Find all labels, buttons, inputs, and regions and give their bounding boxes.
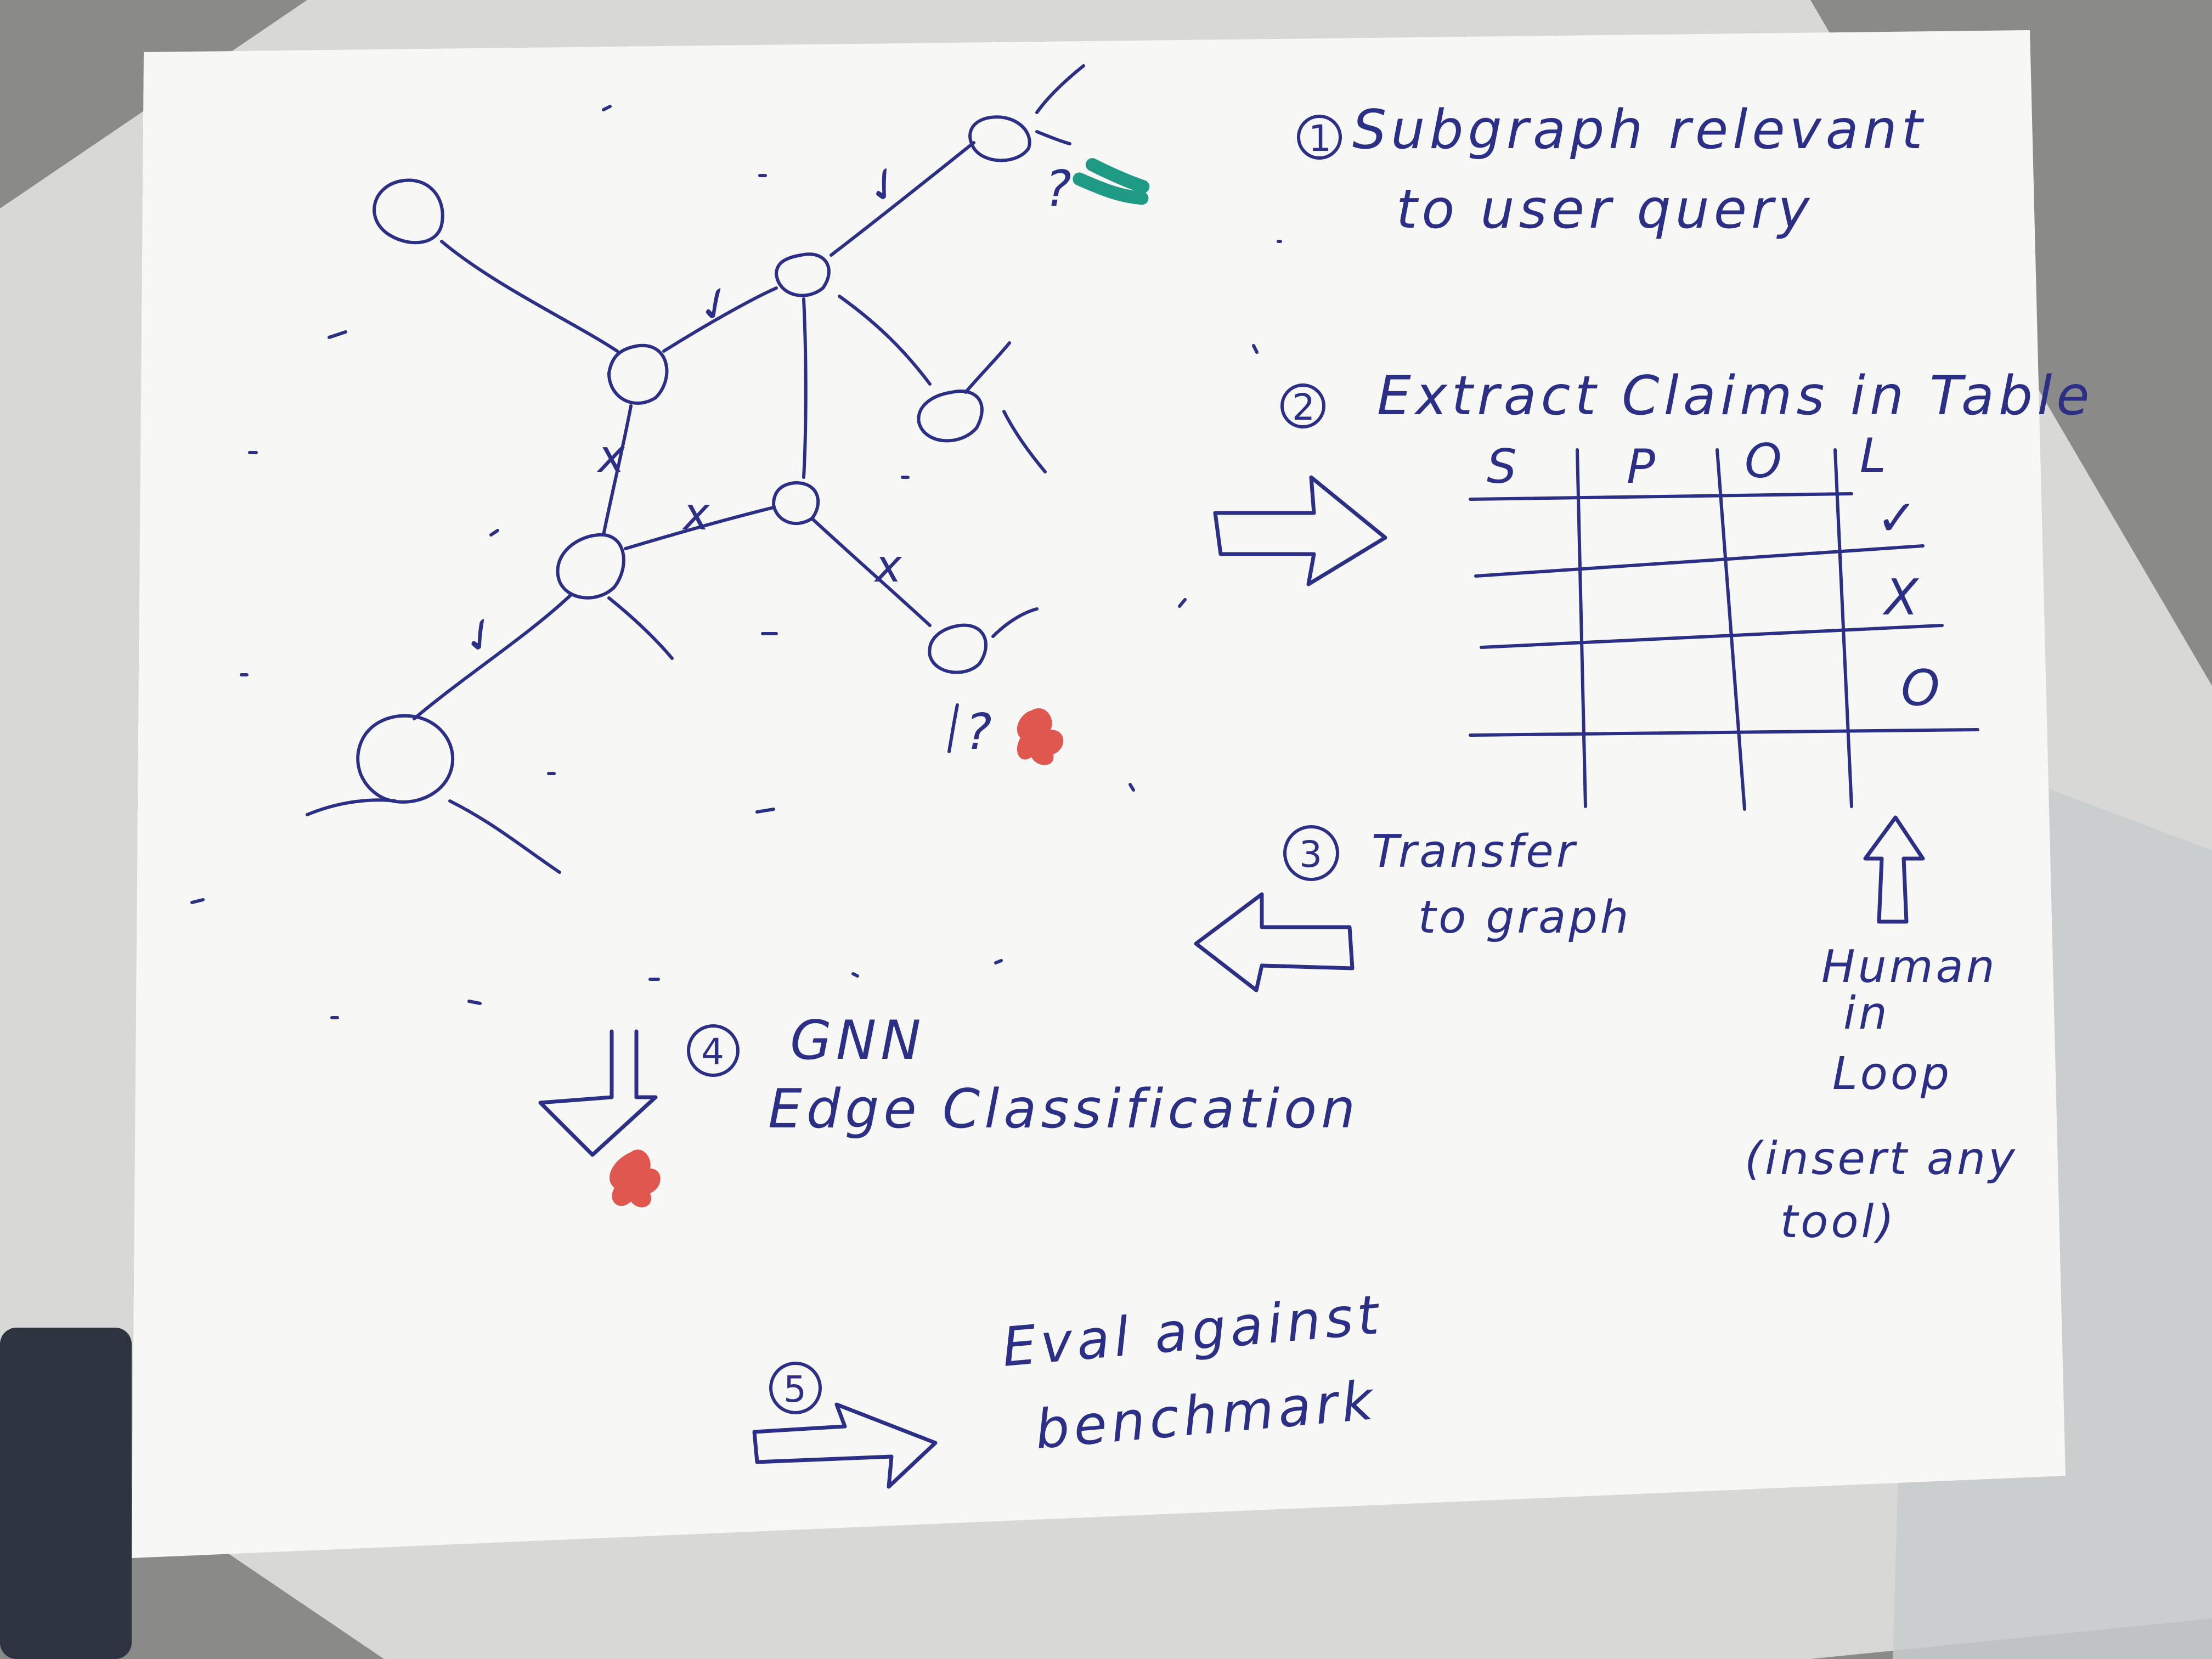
edge-cross-mark: x — [681, 488, 713, 540]
step-3-subtitle: to graph — [1418, 891, 1631, 944]
graph-node — [968, 115, 1031, 162]
table-header-s: S — [1487, 439, 1517, 494]
edge-cross-mark: x — [596, 431, 628, 483]
graph-node — [917, 390, 984, 443]
step-1-title: Subgraph relevant — [1352, 99, 1927, 161]
step-3-title: Transfer — [1372, 826, 1577, 878]
red-marker-blob-2 — [610, 1149, 661, 1207]
table-label-cross: X — [1882, 569, 1920, 627]
graph-node — [373, 178, 444, 245]
edge-cross-mark: x — [873, 540, 905, 592]
graph-edges — [306, 64, 1085, 874]
graph-node — [356, 714, 455, 804]
step-1: 1 Subgraph relevant to user query — [1297, 99, 1927, 241]
red-marker-blob — [1017, 708, 1064, 765]
human-in-loop-line-5: tool) — [1780, 1196, 1897, 1248]
table-header-o: O — [1745, 434, 1782, 489]
step-5-number: 5 — [783, 1368, 806, 1410]
step-4-subtitle: Edge Classification — [768, 1078, 1359, 1141]
human-in-loop-line-2: in — [1843, 988, 1890, 1040]
step-3: 3 Transfer to graph — [1283, 825, 1631, 944]
arrow-down — [538, 1029, 658, 1157]
table-header-l: L — [1860, 428, 1886, 483]
arrow-left — [1194, 892, 1355, 992]
question-mark: ? — [1045, 160, 1071, 218]
arrow-right-large — [1213, 475, 1387, 586]
step-5-circle — [769, 1362, 822, 1414]
step-4: 4 GNN Edge Classification — [687, 1009, 1359, 1141]
step-2: 2 Extract Claims in Table — [1280, 365, 2094, 428]
human-in-loop-note: Human in Loop (insert any tool) — [1745, 941, 2018, 1248]
step-2-circle — [1280, 383, 1325, 428]
graph-node — [556, 533, 625, 600]
graph-node — [607, 343, 669, 405]
step-3-circle — [1283, 825, 1339, 881]
step-1-circle — [1297, 115, 1342, 160]
human-in-loop-line-3: Loop — [1832, 1048, 1952, 1100]
claims-table: S P O L ✓ X O — [1469, 428, 1979, 811]
human-in-loop-line-1: Human — [1821, 941, 1997, 993]
step-2-title: Extract Claims in Table — [1377, 365, 2094, 427]
step-4-title: GNN — [790, 1009, 926, 1072]
step-4-number: 4 — [701, 1031, 724, 1073]
table-label-check: ✓ — [1876, 489, 1917, 547]
table-label-circle: O — [1901, 659, 1940, 717]
graph-node — [775, 252, 831, 297]
arrow-right-small — [752, 1402, 938, 1489]
step-3-number: 3 — [1299, 833, 1322, 876]
graph-node — [772, 481, 820, 525]
step-1-number: 1 — [1308, 117, 1331, 160]
graph-node — [928, 623, 988, 674]
question-mark: ? — [966, 703, 992, 761]
table-header-p: P — [1627, 439, 1655, 494]
arrow-up — [1863, 815, 1925, 924]
stray-ink-dots — [190, 105, 1282, 1019]
human-in-loop-line-4: (insert any — [1745, 1133, 2018, 1185]
tablet-corner — [0, 1328, 132, 1659]
step-1-subtitle: to user query — [1396, 178, 1814, 241]
step-4-circle — [687, 1024, 740, 1077]
step-2-number: 2 — [1292, 386, 1315, 428]
graph-nodes — [356, 115, 1031, 804]
teal-marker-stroke — [1073, 158, 1150, 205]
